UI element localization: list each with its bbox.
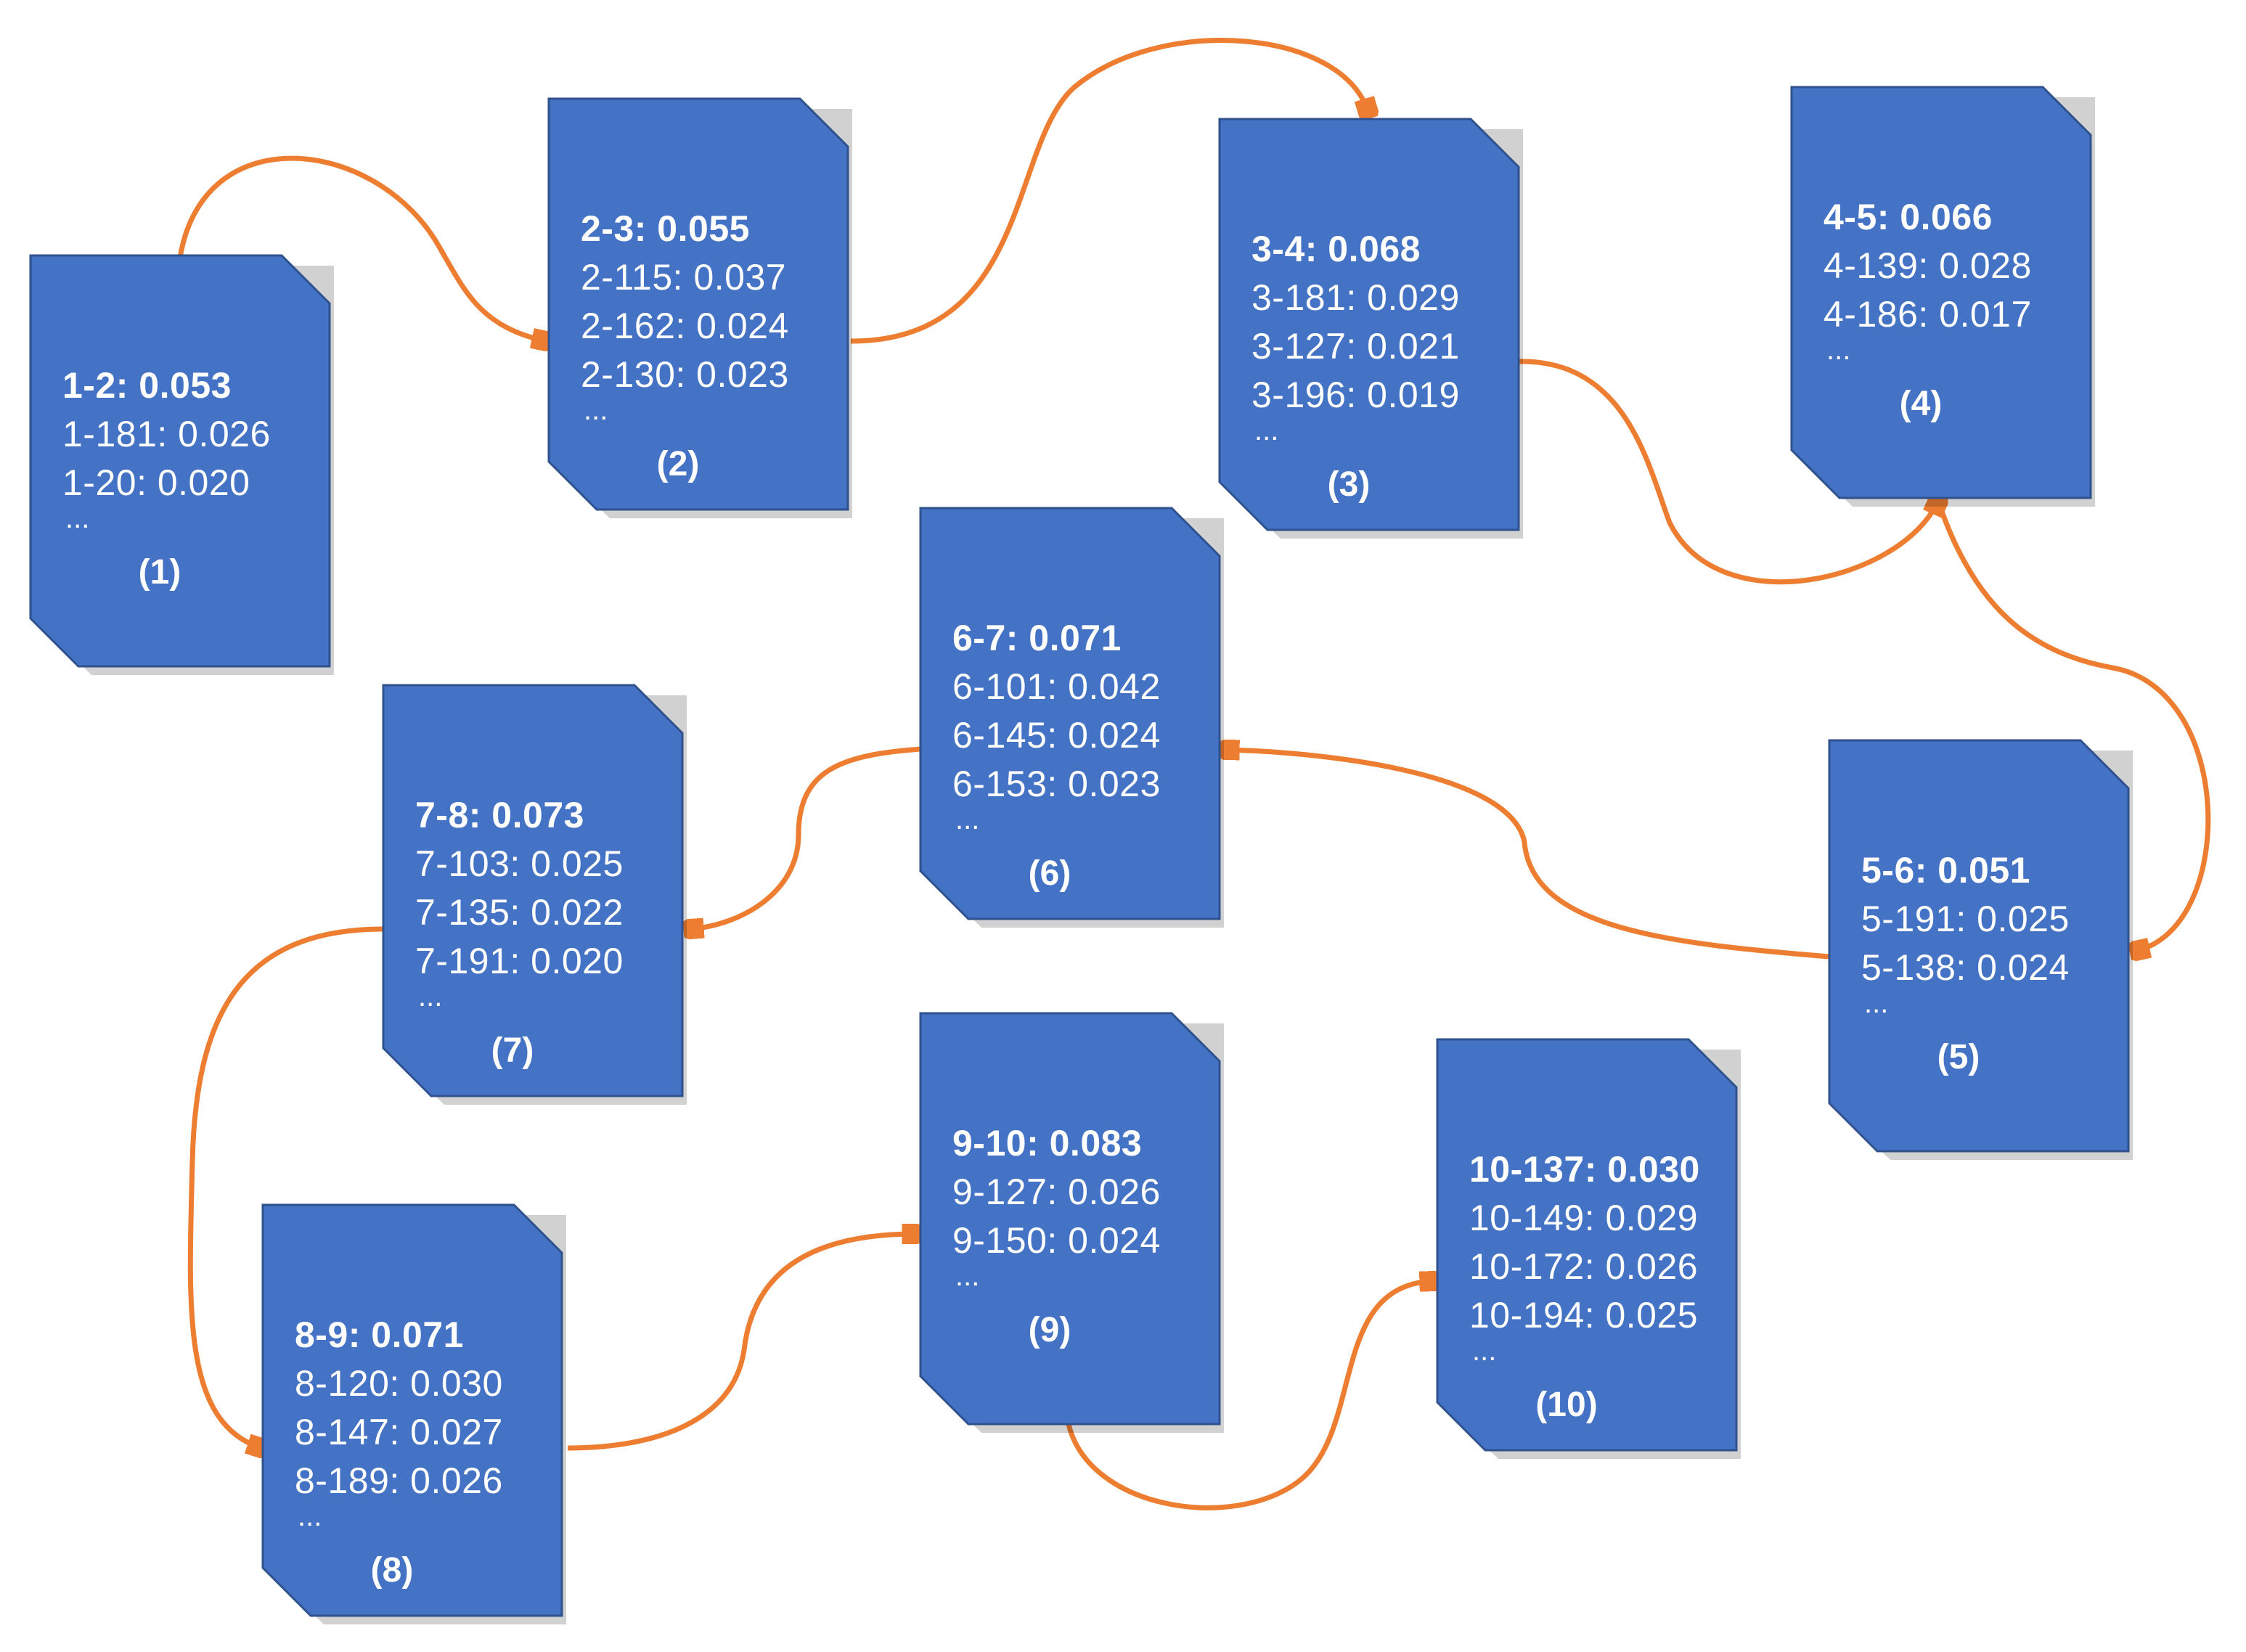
- transition-value: 1-20: 0.020: [62, 462, 250, 503]
- ellipsis: ...: [418, 981, 443, 1013]
- card-shape: [919, 507, 1224, 928]
- ellipsis: ...: [1864, 987, 1889, 1019]
- node-card-5: 5-6: 0.051 5-191: 0.025 5-138: 0.024... (5): [1828, 739, 2133, 1160]
- top-transition-value: 2-3: 0.055: [581, 208, 750, 249]
- node-card-7: 7-8: 0.073 7-103: 0.025 7-135: 0.022 7-191:…: [382, 684, 687, 1105]
- top-transition-value: 5-6: 0.051: [1861, 850, 2030, 891]
- node-card-2: 2-3: 0.055 2-115: 0.037 2-162: 0.024 2-130:…: [547, 97, 852, 518]
- node-label: (2): [656, 445, 700, 483]
- edge-5-6: [1225, 750, 1830, 960]
- ellipsis: ...: [1826, 334, 1851, 366]
- transition-value: 4-186: 0.017: [1824, 294, 2032, 335]
- transition-value: 6-101: 0.042: [952, 666, 1161, 707]
- node-label: (10): [1535, 1386, 1598, 1424]
- top-transition-value: 9-10: 0.083: [952, 1123, 1143, 1164]
- node-card-6: 6-7: 0.071 6-101: 0.042 6-145: 0.024 6-153:…: [919, 507, 1224, 928]
- transition-value: 9-127: 0.026: [952, 1171, 1161, 1212]
- transition-value: 3-127: 0.021: [1251, 326, 1460, 367]
- transition-value: 3-196: 0.019: [1251, 375, 1460, 415]
- node-label: (8): [370, 1551, 414, 1590]
- ellipsis: ...: [1472, 1335, 1497, 1367]
- transition-value: 5-191: 0.025: [1861, 899, 2070, 939]
- transition-value: 2-115: 0.037: [581, 257, 787, 298]
- edge-1-2: [177, 155, 546, 341]
- card-shape: [1790, 86, 2095, 507]
- card-shape: [919, 1012, 1224, 1433]
- card-content: 9-10: 0.083 9-127: 0.026 9-150: 0.024... (9…: [952, 1119, 1212, 1351]
- card-shape: [261, 1203, 566, 1624]
- edge-9-10: [1066, 1281, 1434, 1510]
- card-content: 7-8: 0.073 7-103: 0.025 7-135: 0.022 7-191:…: [415, 791, 675, 1071]
- node-label: (4): [1899, 385, 1943, 423]
- card-shape: [382, 684, 687, 1105]
- transition-value: 2-162: 0.024: [581, 306, 789, 346]
- edge-7-8: [187, 926, 384, 1448]
- top-transition-value: 1-2: 0.053: [62, 365, 232, 406]
- node-label: (7): [491, 1031, 534, 1070]
- card-shape: [29, 254, 334, 675]
- node-label: (1): [138, 553, 181, 592]
- transition-value: 10-149: 0.029: [1469, 1198, 1699, 1238]
- node-card-4: 4-5: 0.066 4-139: 0.028 4-186: 0.017... (4): [1790, 86, 2095, 507]
- transition-value: 10-172: 0.026: [1469, 1246, 1699, 1287]
- top-transition-value: 7-8: 0.073: [415, 795, 584, 835]
- top-transition-value: 10-137: 0.030: [1469, 1149, 1700, 1190]
- transition-value: 8-147: 0.027: [295, 1412, 503, 1452]
- edge-3-4: [1518, 359, 1938, 585]
- ellipsis: ...: [65, 502, 90, 534]
- node-card-8: 8-9: 0.071 8-120: 0.030 8-147: 0.027 8-189:…: [261, 1203, 566, 1624]
- transition-value: 8-120: 0.030: [295, 1363, 503, 1404]
- transition-value: 5-138: 0.024: [1861, 947, 2070, 988]
- node-label: (5): [1937, 1038, 1980, 1076]
- card-shape: [547, 97, 852, 518]
- transition-value: 7-191: 0.020: [415, 941, 624, 981]
- card-content: 8-9: 0.071 8-120: 0.030 8-147: 0.027 8-189:…: [295, 1311, 555, 1591]
- transition-value: 3-181: 0.029: [1251, 277, 1460, 318]
- transition-value: 9-150: 0.024: [952, 1220, 1161, 1261]
- card-content: 6-7: 0.071 6-101: 0.042 6-145: 0.024 6-153:…: [952, 614, 1212, 894]
- transition-value: 8-189: 0.026: [295, 1460, 503, 1501]
- transition-value: 7-135: 0.022: [415, 892, 624, 933]
- card-content: 10-137: 0.030 10-149: 0.029 10-172: 0.026 1…: [1469, 1145, 1729, 1426]
- transition-value: 6-145: 0.024: [952, 715, 1161, 756]
- ellipsis: ...: [955, 1260, 980, 1292]
- transition-value: 2-130: 0.023: [581, 354, 789, 395]
- top-transition-value: 6-7: 0.071: [952, 618, 1122, 658]
- ellipsis: ...: [584, 394, 608, 426]
- edge-6-7: [690, 746, 921, 929]
- card-shape: [1218, 118, 1523, 539]
- node-card-10: 10-137: 0.030 10-149: 0.029 10-172: 0.026 1…: [1436, 1038, 1741, 1459]
- ellipsis: ...: [298, 1500, 322, 1532]
- ellipsis: ...: [955, 803, 980, 835]
- node-card-9: 9-10: 0.083 9-127: 0.026 9-150: 0.024... (9…: [919, 1012, 1224, 1433]
- node-label: (6): [1028, 854, 1071, 893]
- transition-value: 10-194: 0.025: [1469, 1295, 1699, 1336]
- transition-value: 6-153: 0.023: [952, 764, 1161, 804]
- card-shape: [1828, 739, 2133, 1160]
- card-shape: [1436, 1038, 1741, 1459]
- card-content: 4-5: 0.066 4-139: 0.028 4-186: 0.017... (4): [1824, 193, 2083, 425]
- edge-8-9: [567, 1234, 916, 1451]
- transition-value: 4-139: 0.028: [1824, 245, 2032, 286]
- transition-value: 7-103: 0.025: [415, 843, 624, 884]
- card-content: 3-4: 0.068 3-181: 0.029 3-127: 0.021 3-196:…: [1251, 225, 1511, 505]
- transition-value: 1-181: 0.026: [62, 414, 271, 454]
- card-content: 2-3: 0.055 2-115: 0.037 2-162: 0.024 2-130:…: [581, 205, 841, 485]
- card-content: 1-2: 0.053 1-181: 0.026 1-20: 0.020... (1): [62, 361, 322, 593]
- top-transition-value: 8-9: 0.071: [295, 1314, 464, 1355]
- edge-4-5: [1935, 499, 2211, 951]
- node-label: (3): [1327, 465, 1371, 504]
- node-card-3: 3-4: 0.068 3-181: 0.029 3-127: 0.021 3-196:…: [1218, 118, 1523, 539]
- top-transition-value: 4-5: 0.066: [1824, 197, 1993, 237]
- top-transition-value: 3-4: 0.068: [1251, 229, 1421, 269]
- ellipsis: ...: [1254, 414, 1279, 446]
- card-content: 5-6: 0.051 5-191: 0.025 5-138: 0.024... (5): [1861, 846, 2121, 1078]
- node-card-1: 1-2: 0.053 1-181: 0.026 1-20: 0.020... (1): [29, 254, 334, 675]
- node-label: (9): [1028, 1311, 1071, 1349]
- edge-2-3: [850, 38, 1368, 344]
